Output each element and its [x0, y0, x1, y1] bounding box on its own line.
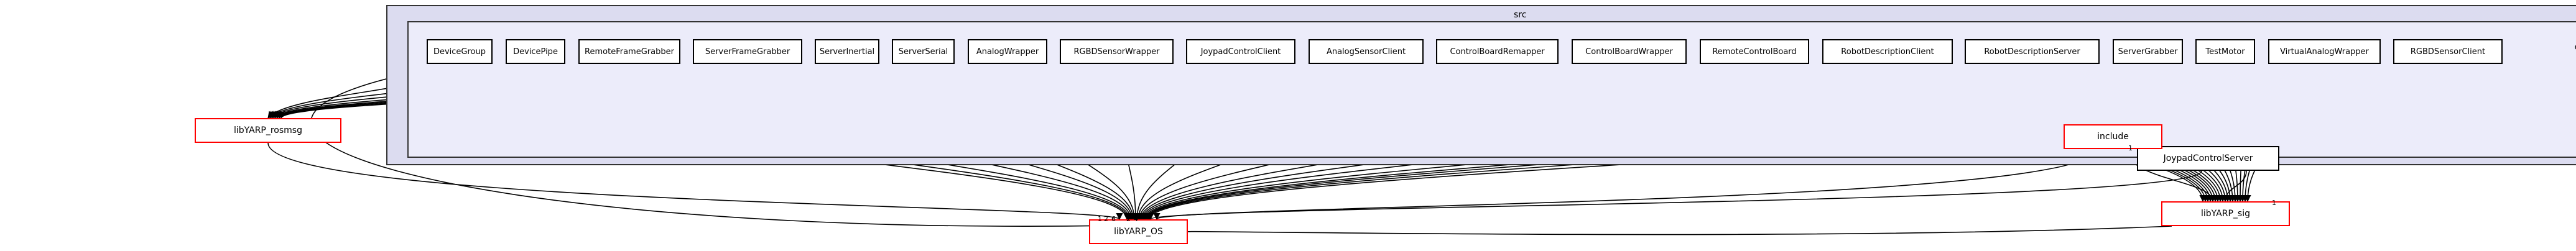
edge-server-to-os [1147, 170, 2202, 221]
node-server-serial[interactable]: ServerSerial [892, 39, 955, 64]
node-control-board-remapper[interactable]: ControlBoardRemapper [1436, 39, 1559, 64]
node-server-inertial[interactable]: ServerInertial [815, 39, 879, 64]
node-rgbdsensor-client[interactable]: RGBDSensorClient [2393, 39, 2503, 64]
node-virtual-analog-wrapper[interactable]: VirtualAnalogWrapper [2268, 39, 2381, 64]
edge-include-to-os [1154, 148, 2097, 221]
edge-count-os-b: 2 [1104, 215, 1108, 223]
node-libyarp-os[interactable]: libYARP_OS [1089, 219, 1188, 244]
node-include[interactable]: include [2064, 124, 2162, 149]
node-device-group[interactable]: DeviceGroup [427, 39, 493, 64]
node-libyarp-rosmsg[interactable]: libYARP_rosmsg [195, 118, 341, 143]
node-remote-frame-grabber[interactable]: RemoteFrameGrabber [578, 39, 680, 64]
edge-count-joypad-in: 1 [2128, 144, 2133, 152]
edge-sig-to-os [1181, 226, 2172, 235]
edge-count-os-e: 4 [1134, 215, 1138, 223]
edge-count-sig-in: 1 [2272, 199, 2276, 207]
node-robot-description-client[interactable]: RobotDescriptionClient [1822, 39, 1953, 64]
edge-devicegroup-to-os [310, 63, 1114, 229]
node-analog-sensor-client[interactable]: AnalogSensorClient [1309, 39, 1424, 64]
node-rgbdsensor-wrapper[interactable]: RGBDSensorWrapper [1060, 39, 1174, 64]
edge-count-os-d: 2 [1126, 215, 1131, 223]
edge-rosmsg-to-os [267, 142, 1123, 221]
node-libyarp-sig[interactable]: libYARP_sig [2161, 201, 2290, 226]
node-remote-control-board[interactable]: RemoteControlBoard [1700, 39, 1809, 64]
edge-count-os-a: 1 [1098, 215, 1102, 223]
node-server-frame-grabber[interactable]: ServerFrameGrabber [693, 39, 802, 64]
node-analog-wrapper[interactable]: AnalogWrapper [968, 39, 1047, 64]
node-joypad-control-server[interactable]: JoypadControlServer [2137, 146, 2279, 171]
node-robot-description-server[interactable]: RobotDescriptionServer [1965, 39, 2100, 64]
node-device-pipe[interactable]: DevicePipe [506, 39, 565, 64]
cluster-src-label: src [1514, 10, 1527, 20]
node-test-motor[interactable]: TestMotor [2195, 39, 2255, 64]
node-control-board-wrapper[interactable]: ControlBoardWrapper [1572, 39, 1687, 64]
edge-server-to-sig [2222, 170, 2247, 203]
edge-count-os-c: 6 [1111, 215, 1116, 223]
node-joypad-control-client[interactable]: JoypadControlClient [1186, 39, 1295, 64]
cluster-devices-label: devices [2575, 42, 2576, 52]
node-server-grabber[interactable]: ServerGrabber [2113, 39, 2183, 64]
